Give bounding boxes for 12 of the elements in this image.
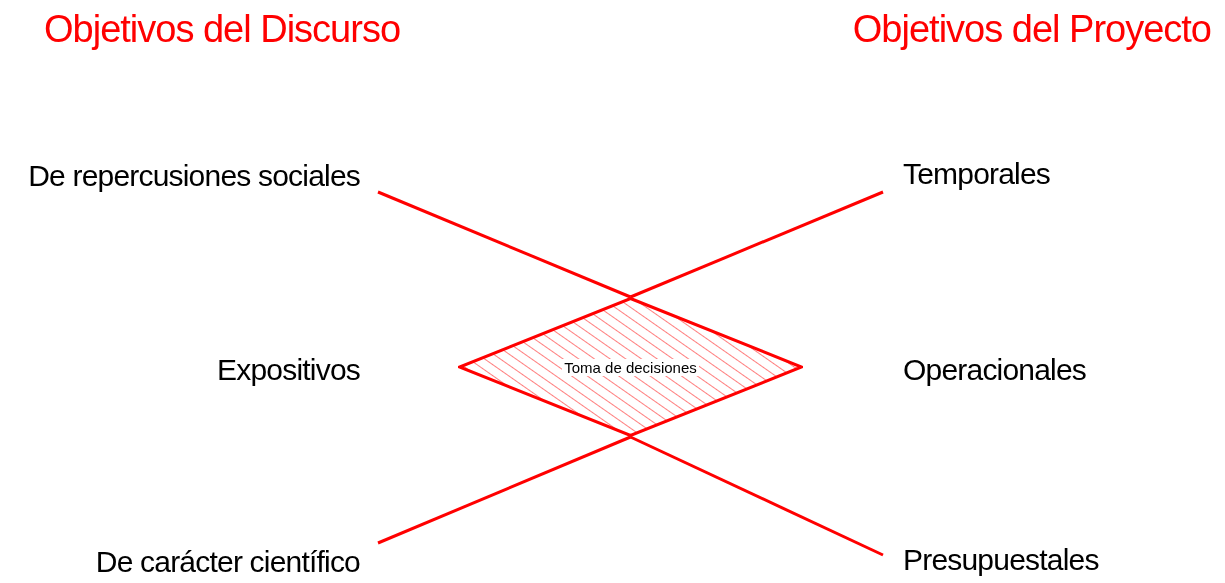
connector-line (629, 435, 884, 557)
heading: Objetivos del Proyecto (852, 8, 1211, 51)
node-label: De carácter científico (95, 545, 360, 579)
connector-line (629, 190, 884, 299)
connector-line (377, 190, 632, 299)
node-label: Temporales (903, 157, 1051, 191)
node-label: De repercusiones sociales (28, 159, 360, 193)
node-label: Operacionales (903, 353, 1087, 387)
heading: Objetivos del Discurso (44, 8, 401, 51)
connector-line (377, 435, 632, 545)
node-label: Presupuestales (903, 543, 1099, 577)
node-label: Expositivos (217, 353, 360, 387)
